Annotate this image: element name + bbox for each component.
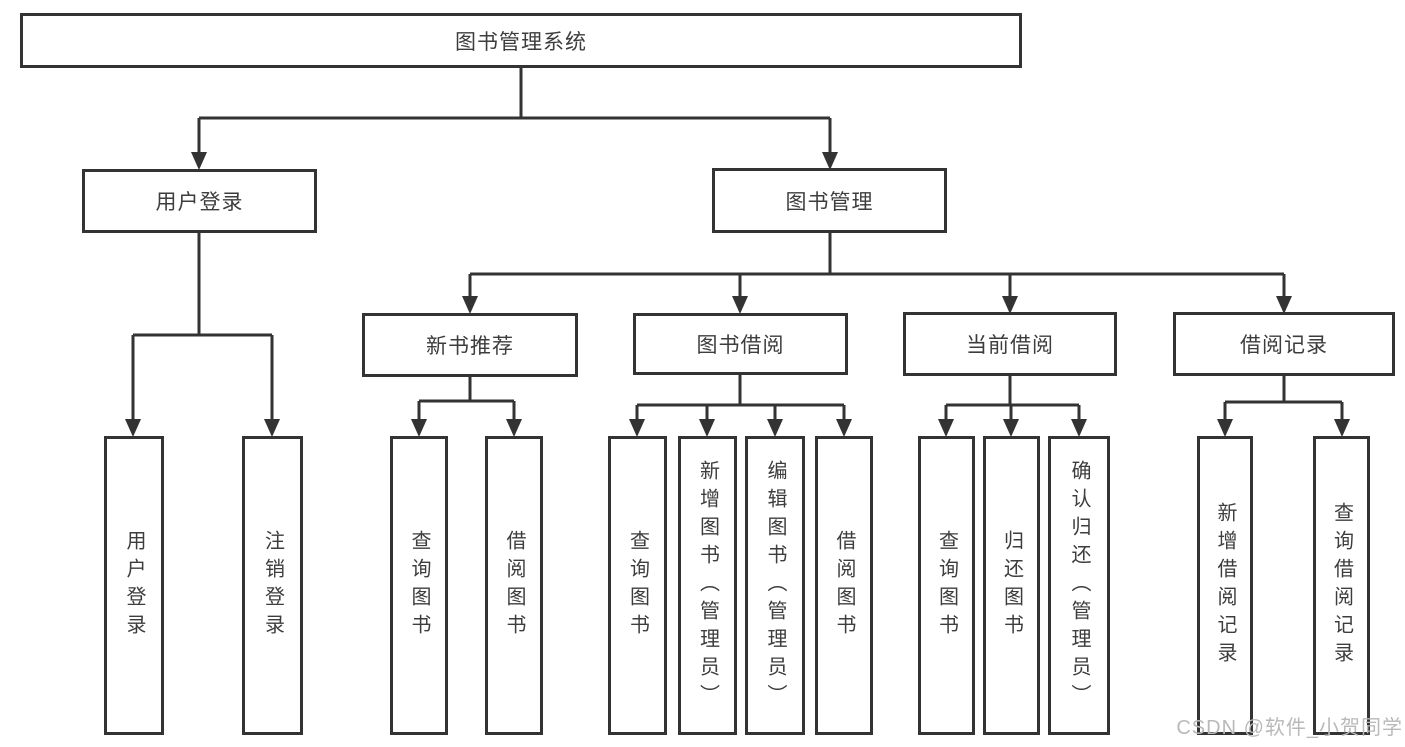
node-label: 新增图书（管理员）: [696, 459, 719, 712]
node-borrow-records: 借阅记录: [1173, 312, 1395, 376]
node-leaf-return-books: 归还图书: [983, 436, 1040, 735]
node-label: 借阅图书: [503, 529, 525, 642]
node-leaf-edit-books-admin: 编辑图书（管理员）: [745, 436, 805, 735]
node-label: 新增借阅记录: [1214, 501, 1236, 670]
node-label: 借阅记录: [1240, 334, 1328, 357]
node-label: 图书借阅: [696, 334, 785, 357]
node-label: 新书推荐: [426, 335, 514, 358]
node-current-borrowing: 当前借阅: [903, 312, 1117, 376]
arrowhead-icons: [125, 152, 1350, 437]
node-label: 确认归还（管理员）: [1068, 459, 1090, 712]
node-leaf-query-books-borrowing: 查询图书: [608, 436, 667, 735]
node-book-borrowing: 图书借阅: [633, 313, 848, 375]
node-label: 查询图书: [626, 529, 649, 642]
node-label: 借阅图书: [833, 529, 855, 642]
node-leaf-confirm-return-admin: 确认归还（管理员）: [1048, 436, 1110, 735]
node-label: 用户登录: [123, 529, 145, 642]
node-leaf-add-books-admin: 新增图书（管理员）: [678, 436, 737, 735]
node-root: 图书管理系统: [20, 13, 1022, 68]
node-label: 用户登录: [155, 191, 244, 214]
node-leaf-add-borrow-record: 新增借阅记录: [1197, 436, 1253, 735]
node-root-label: 图书管理系统: [455, 30, 587, 54]
node-label: 编辑图书（管理员）: [764, 459, 786, 712]
watermark: CSDN @软件_小贺同学: [1176, 717, 1403, 739]
node-leaf-user-login: 用户登录: [104, 436, 164, 735]
node-label: 归还图书: [1000, 529, 1023, 642]
node-label: 当前借阅: [966, 334, 1054, 357]
node-label: 查询图书: [935, 529, 958, 642]
node-user-login-branch: 用户登录: [82, 169, 317, 233]
node-label: 查询借阅记录: [1330, 501, 1353, 670]
node-leaf-query-borrow-record: 查询借阅记录: [1313, 436, 1370, 735]
node-leaf-logout: 注销登录: [242, 436, 303, 735]
node-book-management: 图书管理: [712, 168, 947, 233]
node-label: 注销登录: [261, 529, 284, 642]
node-label: 查询图书: [408, 529, 430, 642]
node-new-book-recommend: 新书推荐: [362, 313, 578, 377]
node-leaf-query-books-current: 查询图书: [918, 436, 975, 735]
node-leaf-query-books-recommend: 查询图书: [390, 436, 448, 735]
node-leaf-borrow-books-borrowing: 借阅图书: [815, 436, 873, 735]
node-leaf-borrow-books-recommend: 借阅图书: [485, 436, 543, 735]
node-label: 图书管理: [785, 190, 874, 214]
